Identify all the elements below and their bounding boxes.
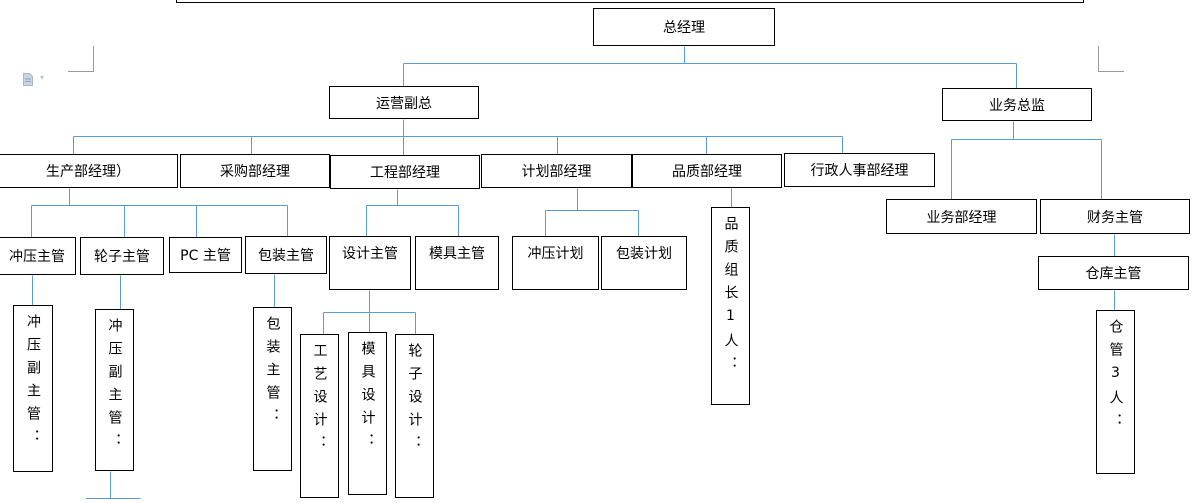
node-quality-manager: 品质部经理	[632, 154, 782, 188]
node-admin-hr-manager: 行政人事部经理	[784, 153, 935, 187]
node-operations-vp: 运营副总	[329, 86, 479, 119]
page-top-border	[176, 0, 1084, 3]
node-warehouse-head: 仓库主管	[1038, 256, 1189, 290]
node-packing-head: 包装主管	[245, 236, 327, 274]
margin-corner-left	[68, 46, 94, 72]
node-mold-design: 模具设计：	[348, 332, 387, 495]
node-stamping-deputy-2: 冲压副主管：	[95, 309, 134, 471]
node-wheel-design: 轮子设计：	[395, 334, 434, 498]
node-stamping-plan: 冲压计划	[512, 236, 599, 290]
node-quality-leader: 品质组长1人：	[711, 207, 750, 405]
node-wheel-head: 轮子主管	[80, 237, 164, 275]
node-business-director: 业务总监	[942, 88, 1092, 121]
node-packing-sub: 包装主管：	[253, 307, 292, 471]
node-sales-manager: 业务部经理	[886, 199, 1037, 234]
node-general-manager: 总经理	[593, 8, 775, 46]
node-finance-head: 财务主管	[1040, 199, 1190, 234]
node-production-manager: 生产部经理）	[0, 154, 178, 188]
node-warehouse-staff: 仓管3人：	[1096, 310, 1135, 474]
node-pc-head: PC 主管	[169, 237, 242, 273]
node-process-design: 工艺设计：	[300, 334, 339, 498]
chevron-down-icon[interactable]: ▾	[40, 73, 45, 82]
margin-corner-right	[1098, 46, 1124, 72]
document-icon[interactable]	[23, 73, 33, 86]
node-design-head: 设计主管	[329, 236, 411, 290]
node-stamping-head: 冲压主管	[0, 237, 76, 275]
node-planning-manager: 计划部经理	[481, 154, 632, 188]
node-packing-plan: 包装计划	[601, 236, 687, 290]
node-stamping-deputy-1: 冲压副主管：	[13, 305, 53, 472]
node-purchasing-manager: 采购部经理	[180, 154, 330, 188]
node-mold-head: 模具主管	[415, 236, 499, 290]
node-engineering-manager: 工程部经理	[330, 155, 480, 189]
